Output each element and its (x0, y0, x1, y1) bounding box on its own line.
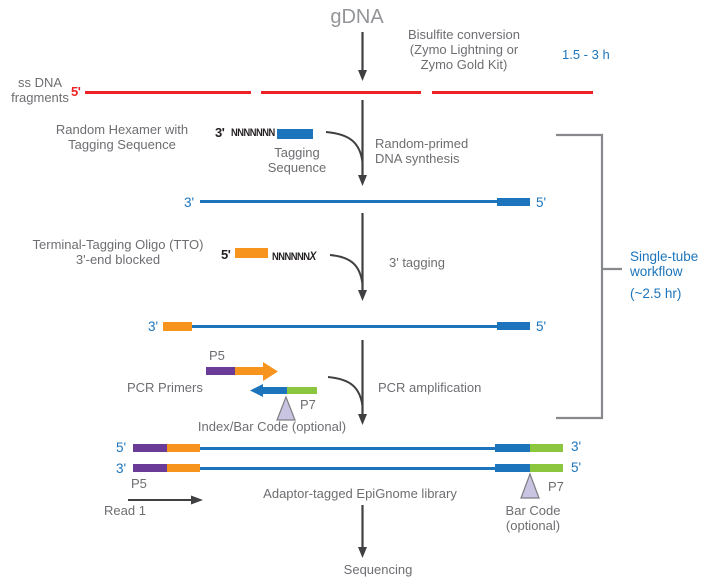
tto-merge-curve (329, 254, 364, 285)
p5-primer-arrowhead-icon (263, 362, 278, 381)
strand1-tag-segment (497, 197, 530, 206)
library-bottom-p7-green (530, 464, 563, 472)
p5-primer-purple-bar (206, 367, 235, 375)
tto-n-text: NNNNNN (272, 251, 310, 263)
ssdna-line1: ss DNA (17, 75, 63, 90)
single-tube-workflow-label: Single-tube workflow (~2.5 hr) (630, 249, 698, 301)
barcode-line1: Bar Code (505, 503, 561, 518)
library-top-tag-orange (167, 444, 200, 452)
tto-line2: 3'-end blocked (75, 252, 161, 267)
p7-primer-arrowhead-icon (250, 384, 263, 397)
workflow-duration: (~2.5 hr) (630, 286, 682, 301)
library-bottom-tag-blue (495, 464, 530, 472)
tto-blocked-x: X (309, 249, 316, 263)
tto-label: Terminal-Tagging Oligo (TTO) 3'-end bloc… (33, 237, 204, 267)
workflow-line1: Single-tube (630, 249, 699, 264)
gdna-label: gDNA (330, 6, 384, 28)
library-p5-label: P5 (131, 476, 147, 491)
ssdna-fragment-segment-3 (432, 91, 593, 94)
step1-line2: DNA synthesis (375, 151, 460, 166)
tagging-line2: Sequence (267, 160, 327, 175)
tagging-sequence-label: Tagging Sequence (268, 145, 327, 175)
tagging-line1: Tagging (274, 145, 320, 160)
workflow-line2: workflow (630, 264, 683, 279)
bisulfite-line3: Zymo Gold Kit) (420, 57, 508, 72)
ssdna-fragments-label: ss DNA fragments (11, 75, 69, 105)
library-top-tag-blue (495, 444, 530, 452)
3prime-tagging-label: 3' tagging (389, 255, 445, 270)
library-bottom-p5-purple (133, 464, 167, 472)
barcode-line2: (optional) (505, 518, 561, 533)
library-top-5prime-label: 5' (116, 440, 127, 455)
arrow-pcr-amplification (327, 340, 367, 425)
bisulfite-duration-label: 1.5 - 3 h (562, 47, 610, 62)
library-bottom-insert-line (200, 466, 497, 470)
hexamer-merge-curve (325, 131, 364, 163)
library-bottom-5prime-label: 5' (571, 460, 582, 475)
tto-oligo-bar (235, 248, 268, 258)
step1-line1: Random-primed (375, 136, 469, 151)
library-top-insert-line (200, 446, 497, 450)
strand2-5prime-label: 5' (536, 319, 547, 334)
bisulfite-line1: Bisulfite conversion (408, 27, 520, 42)
strand1-3prime-label: 3' (184, 195, 195, 210)
pcr-amplification-label: PCR amplification (378, 380, 482, 395)
barcode-triangle (520, 472, 540, 499)
index-barcode-label: Index/Bar Code (optional) (197, 419, 347, 434)
strand2-tto-segment (163, 321, 192, 331)
library-p7-label: P7 (548, 479, 564, 494)
hexamer-line1: Random Hexamer with (55, 122, 189, 137)
p7-primer-green-bar (287, 387, 317, 394)
ssdna-fragment-segment-1 (85, 91, 251, 94)
strand1-5prime-label: 5' (536, 195, 547, 210)
primer-merge-curve (327, 376, 364, 407)
strand1-line (200, 200, 500, 203)
p5-primer-orange-bar (235, 367, 263, 375)
bisulfite-conversion-label: Bisulfite conversion (Zymo Lightning or … (408, 27, 520, 72)
read1-arrow (128, 495, 203, 505)
p7-primer-label: P7 (300, 397, 316, 412)
arrow-bisulfite-conversion (358, 32, 367, 81)
pcr-primers-label: PCR Primers (127, 380, 203, 395)
adaptor-tagged-library-label: Adaptor-tagged EpiGnome library (263, 486, 457, 501)
library-top-p5-purple (133, 444, 167, 452)
p5-primer-label: P5 (209, 348, 225, 363)
tto-5prime-label: 5' (221, 247, 231, 262)
hexamer-line2: Tagging Sequence (68, 137, 176, 152)
p7-primer-blue-bar (263, 387, 287, 394)
random-hexamer-label: Random Hexamer with Tagging Sequence (56, 122, 188, 152)
read1-label: Read 1 (104, 503, 146, 518)
sequencing-label: Sequencing (343, 562, 413, 577)
hexamer-3prime-label: 3' (215, 125, 225, 140)
library-top-3prime-label: 3' (571, 439, 582, 454)
hexamer-tagging-sequence-bar (277, 129, 313, 139)
single-tube-bracket (556, 133, 622, 420)
library-top-p7-green (530, 444, 563, 452)
ssdna-line2: fragments (11, 90, 69, 105)
hexamer-n-sequence: NNNNNNN (231, 127, 275, 139)
arrow-random-primed-synthesis (325, 100, 367, 186)
tto-line1: Terminal-Tagging Oligo (TTO) (32, 237, 204, 252)
index-barcode-triangle (276, 395, 296, 421)
strand2-3prime-label: 3' (148, 319, 159, 334)
ssdna-fragment-segment-2 (261, 91, 421, 94)
ssdna-5prime-label: 5' (71, 84, 81, 99)
random-primed-synthesis-label: Random-primed DNA synthesis (375, 136, 468, 166)
library-bottom-tag-orange (167, 464, 200, 472)
arrow-sequencing (358, 505, 367, 558)
strand2-tag-segment (497, 322, 530, 330)
library-bottom-3prime-label: 3' (116, 461, 127, 476)
tto-n-sequence: NNNNNNX (272, 249, 316, 263)
strand2-line (192, 324, 500, 328)
barcode-optional-label: Bar Code (optional) (506, 503, 561, 533)
arrow-3prime-tagging (329, 213, 367, 301)
bisulfite-line2: (Zymo Lightning or (409, 42, 519, 57)
